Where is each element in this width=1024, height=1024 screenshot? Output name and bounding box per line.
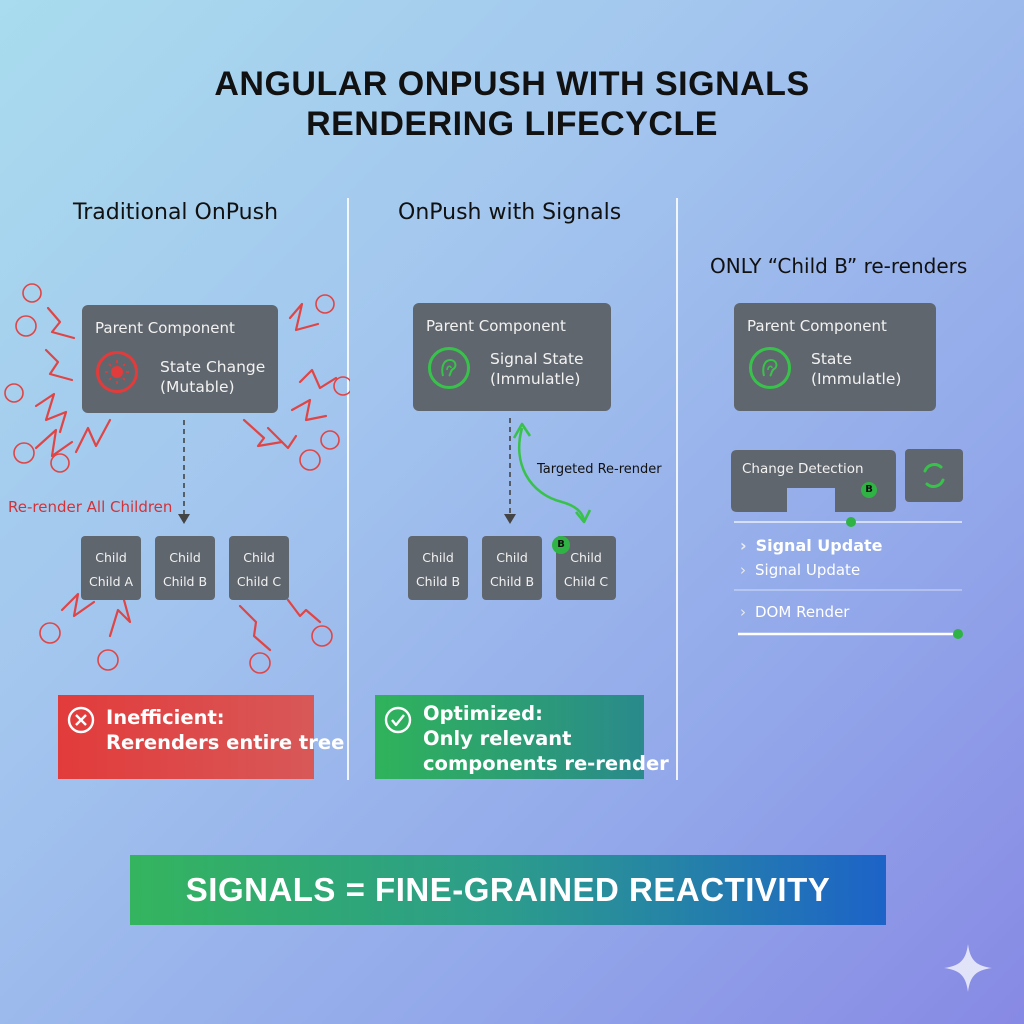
inefficient-banner: Inefficient: Rerenders entire tree	[58, 695, 344, 779]
render-timeline	[734, 517, 963, 639]
rerender-all-arrow	[178, 420, 190, 524]
signal-state-icon	[428, 347, 470, 389]
inefficient-desc: Rerenders entire tree	[106, 731, 345, 754]
state-text: State (Immulatle)	[811, 350, 902, 388]
change-detection-box	[731, 450, 896, 512]
signals-heading: OnPush with Signals	[398, 200, 622, 225]
signals-child-1: Child Child B	[408, 536, 468, 600]
parent-component-label: Parent Component	[95, 319, 235, 337]
optimized-banner: Optimized: Only relevant components re-r…	[375, 695, 669, 779]
only-child-b-heading: ONLY “Child B” re-renders	[710, 254, 968, 278]
red-scribbles-decoration	[4, 283, 350, 674]
parent-component-label: Parent Component	[747, 317, 887, 335]
chevron-right-icon: ›	[740, 603, 746, 621]
signals-parent-component: Parent Component Signal State (Immulatle…	[413, 303, 611, 411]
timeline-step-1: ›Signal Update	[740, 536, 883, 555]
state-change-text: State Change (Mutable)	[160, 358, 266, 396]
change-detection-label: Change Detection	[742, 461, 864, 477]
signals-child-2: Child Child B	[482, 536, 542, 600]
parent-component-label: Parent Component	[426, 317, 566, 335]
only-parent-component: Parent Component State (Immulatle)	[734, 303, 936, 411]
traditional-child-a: Child Child A	[81, 536, 141, 600]
refresh-box	[905, 449, 963, 502]
traditional-child-b: Child Child B	[155, 536, 215, 600]
traditional-heading: Traditional OnPush	[73, 200, 279, 225]
page-title: ANGULAR ONPUSH WITH SIGNALS RENDERING LI…	[0, 64, 1024, 144]
title-line-1: ANGULAR ONPUSH WITH SIGNALS	[214, 65, 810, 103]
title-line-2: RENDERING LIFECYCLE	[306, 105, 718, 143]
inefficient-title: Inefficient:	[106, 706, 225, 729]
optimized-title: Optimized:	[423, 702, 543, 725]
targeted-rerender-label: Targeted Re-render	[537, 462, 662, 477]
timeline-step-3: ›DOM Render	[740, 603, 850, 621]
summary-banner: SIGNALS = FINE-GRAINED REACTIVITY	[130, 855, 886, 925]
state-change-icon	[96, 351, 138, 393]
column-divider-2	[676, 198, 678, 780]
column-divider-1	[347, 198, 349, 780]
chevron-right-icon: ›	[740, 536, 747, 555]
sparkle-icon	[944, 944, 992, 992]
traditional-child-c: Child Child C	[229, 536, 289, 600]
chevron-right-icon: ›	[740, 561, 746, 579]
refresh-icon	[923, 462, 945, 489]
state-icon	[749, 347, 791, 389]
change-detection-badge: B	[865, 484, 873, 495]
optimized-desc-1: Only relevant	[423, 727, 572, 750]
rerender-all-children-label: Re-render All Children	[8, 498, 173, 516]
targeted-rerender-arrows	[504, 418, 592, 524]
optimized-desc-2: components re-render	[423, 752, 669, 775]
error-x-icon	[67, 706, 95, 734]
check-icon	[384, 706, 412, 734]
signal-badge: B	[552, 536, 570, 554]
traditional-parent-component: Parent Component State Change (Mutable)	[82, 305, 278, 413]
timeline-step-2: ›Signal Update	[740, 561, 861, 579]
signal-state-text: Signal State (Immulatle)	[490, 350, 584, 388]
